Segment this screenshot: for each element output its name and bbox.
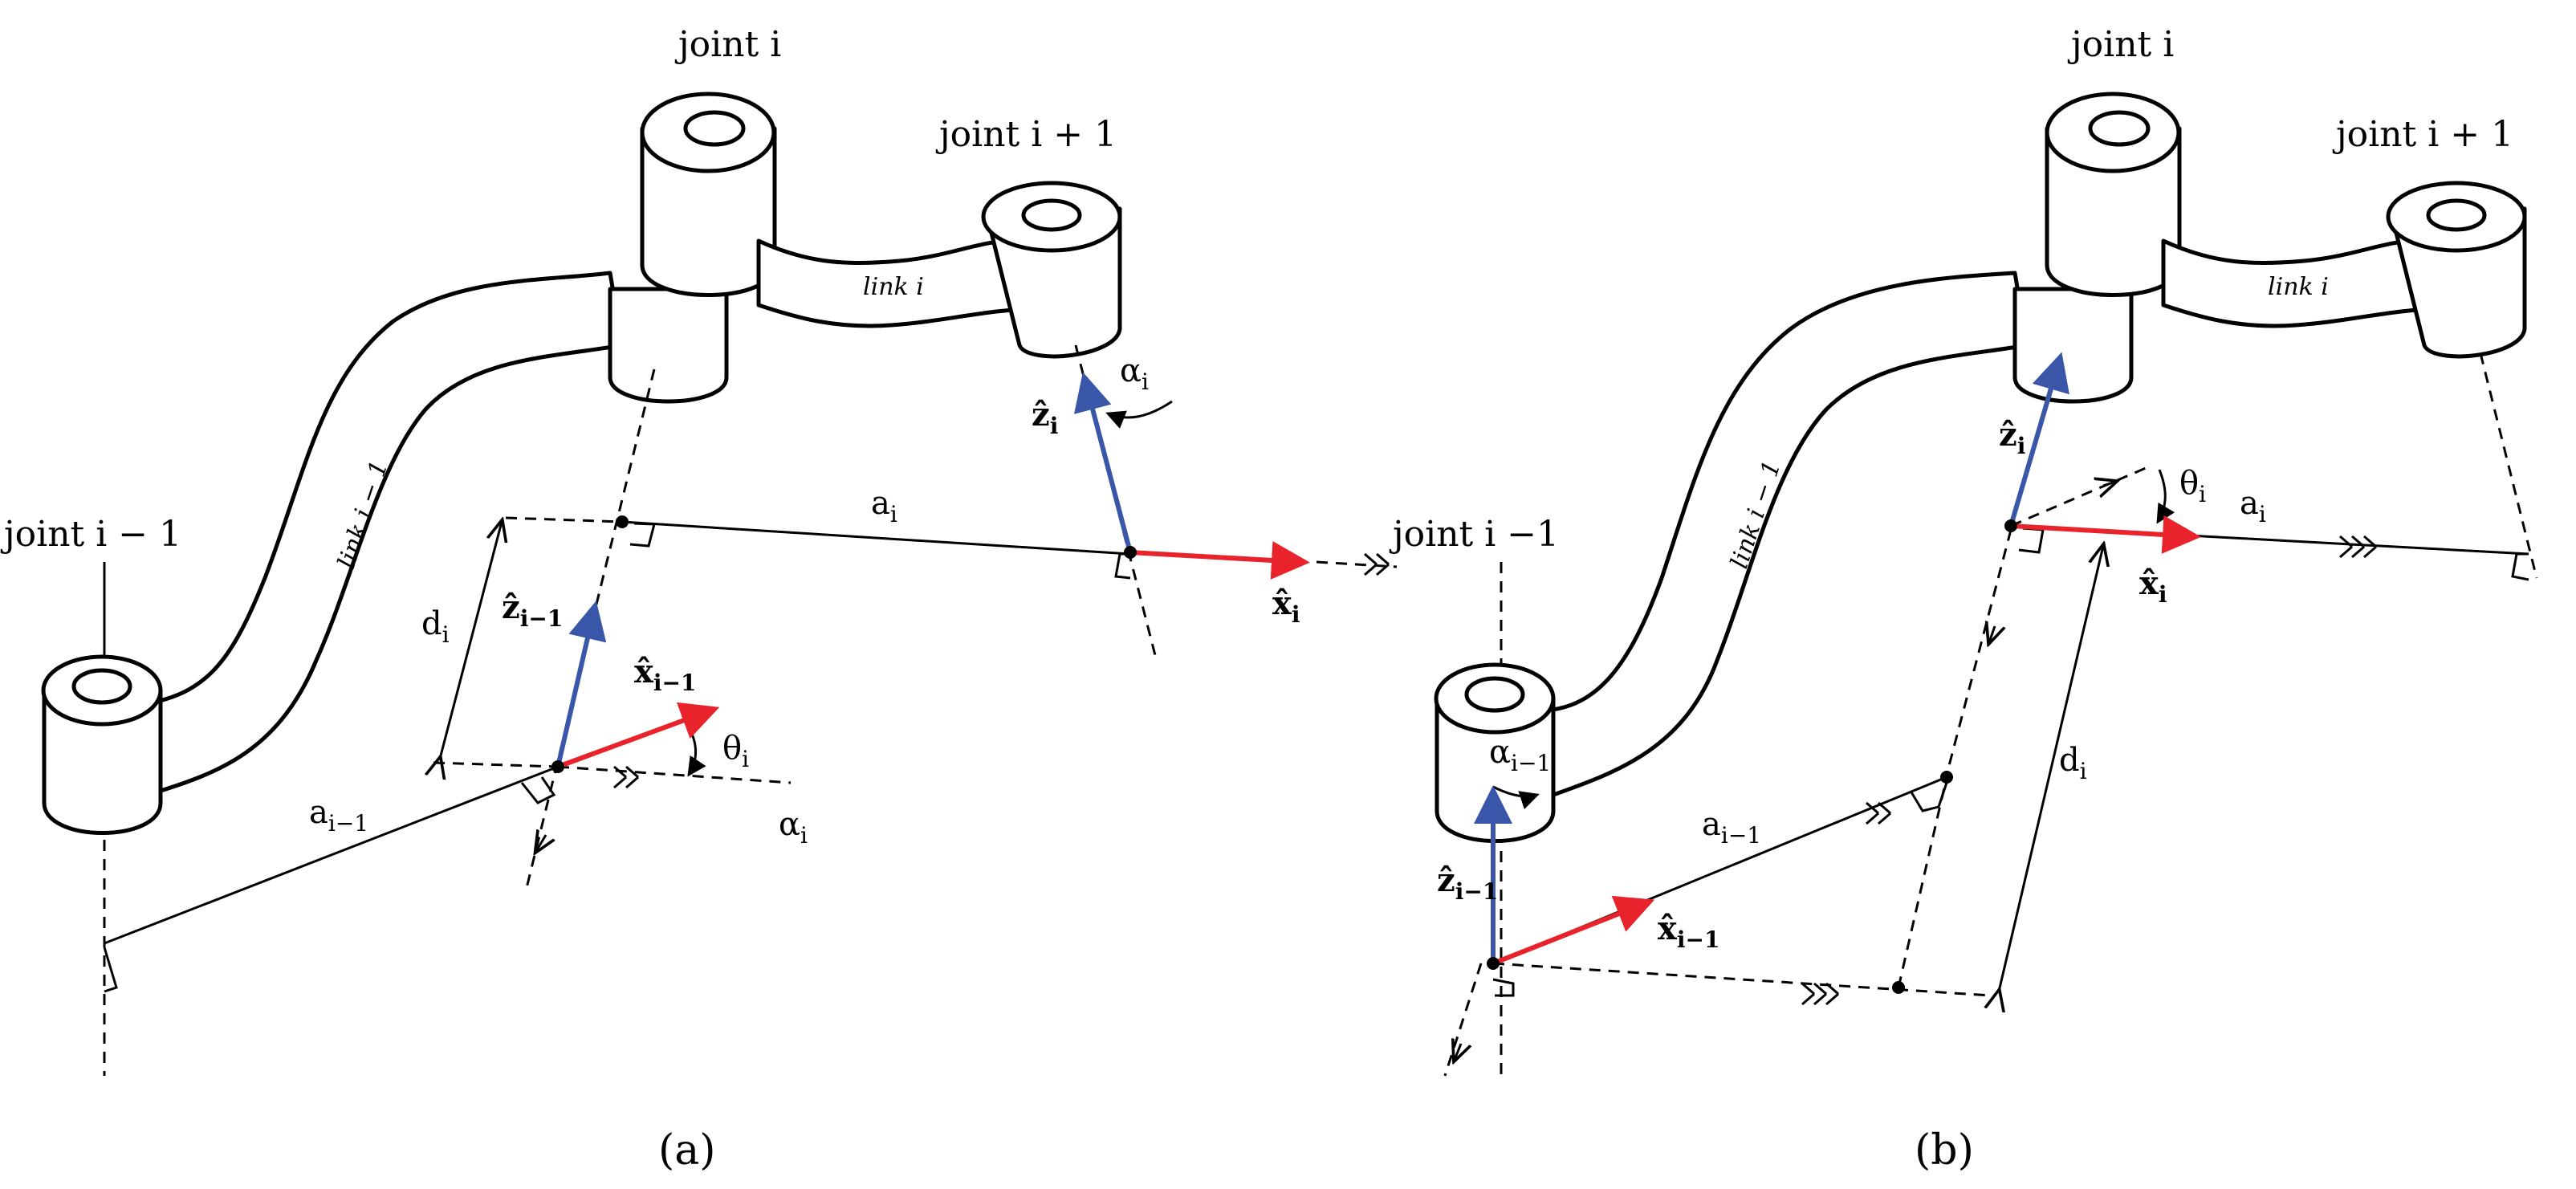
joint-prev-label: joint i −1 bbox=[1389, 514, 1559, 555]
panel-b-caption: (b) bbox=[1915, 1126, 1974, 1175]
x-prev-parallel bbox=[2010, 464, 2152, 527]
right-angle-mark bbox=[2511, 552, 2529, 581]
d-dimension bbox=[1999, 546, 2103, 992]
right-angle-mark bbox=[2018, 527, 2045, 554]
link-cur-label: link i bbox=[863, 273, 924, 301]
x-prev-arrow bbox=[1491, 895, 1655, 966]
joint-prev-cylinder bbox=[41, 654, 163, 835]
joint-cur-label: joint i bbox=[2067, 24, 2174, 65]
z-prev-label: ẑi−1 bbox=[502, 588, 563, 632]
common-normal-a-prev bbox=[104, 765, 559, 945]
x-prev-label: x̂i−1 bbox=[1658, 910, 1719, 953]
z-prev-label: ẑi−1 bbox=[1437, 861, 1498, 905]
origin-dot bbox=[1124, 546, 1137, 559]
x-cur-arrow bbox=[1129, 541, 1310, 580]
a-cur-label: ai bbox=[2240, 485, 2266, 527]
theta-arc bbox=[687, 730, 706, 777]
panel-a-caption: (a) bbox=[658, 1126, 716, 1175]
right-angle-mark bbox=[1909, 782, 1948, 812]
d-label: di bbox=[2059, 742, 2087, 784]
right-angle-mark bbox=[103, 947, 118, 993]
z-cur-label: ẑi bbox=[1032, 396, 1058, 439]
link-prev-body bbox=[150, 271, 625, 793]
common-normal-a-cur bbox=[621, 520, 1131, 556]
d-label: di bbox=[421, 605, 450, 648]
joint-next-label: joint i + 1 bbox=[2332, 114, 2513, 155]
x-cur-extension bbox=[1316, 560, 1398, 568]
x-prev-arrow bbox=[556, 702, 720, 769]
x-cur-arrow bbox=[2010, 515, 2201, 554]
d-dimension bbox=[440, 522, 502, 759]
panel-a: joint i joint i + 1 joint i − 1 link i l… bbox=[0, 24, 1398, 1175]
joint-cur-cylinder bbox=[608, 92, 777, 404]
a-prev-label: ai−1 bbox=[309, 794, 368, 837]
x-prev-label: x̂i−1 bbox=[634, 653, 696, 696]
theta-label: θi bbox=[2179, 465, 2206, 507]
alpha-top-label: αi bbox=[1120, 352, 1149, 395]
joint-cur-label: joint i bbox=[674, 24, 781, 65]
lower-dash bbox=[1492, 962, 1992, 997]
right-angle-mark bbox=[629, 522, 656, 548]
joint-cur-cylinder bbox=[2012, 92, 2182, 404]
origin-dot bbox=[2004, 519, 2017, 532]
right-angle-mark bbox=[520, 776, 556, 804]
joint-next-cylinder bbox=[2386, 181, 2527, 359]
parallel-z-dash bbox=[1897, 776, 1948, 988]
origin-dot bbox=[616, 515, 629, 528]
d-lower-dash bbox=[433, 761, 559, 768]
a-prev-label: ai−1 bbox=[1702, 806, 1761, 849]
link-prev-body bbox=[1543, 271, 2029, 797]
joint-cur-axis-lower bbox=[1945, 529, 2012, 776]
x-cur-label: x̂i bbox=[2139, 564, 2167, 608]
link-cur-label: link i bbox=[2268, 273, 2329, 301]
alpha-bottom-label: αi bbox=[779, 806, 808, 849]
joint-next-cylinder bbox=[981, 181, 1122, 359]
x-cur-label: x̂i bbox=[1272, 584, 1300, 628]
z-cur-label: ẑi bbox=[1999, 416, 2025, 459]
joint-cur-axis bbox=[524, 369, 656, 892]
joint-next-axis bbox=[2479, 352, 2538, 579]
theta-arc bbox=[2156, 469, 2175, 524]
joint-prev-label: joint i − 1 bbox=[0, 514, 181, 555]
z-cur-arrow bbox=[1073, 372, 1133, 553]
panel-b: joint i joint i + 1 joint i −1 link i li… bbox=[1389, 24, 2538, 1175]
alpha-label: αi−1 bbox=[1489, 734, 1551, 776]
origin-dot bbox=[551, 760, 564, 773]
origin-dot bbox=[1940, 771, 1953, 784]
z-prev-arrow bbox=[555, 601, 607, 768]
theta-label: θi bbox=[722, 730, 749, 772]
z-cur-arrow bbox=[2008, 352, 2069, 527]
d-upper-dash bbox=[505, 516, 623, 523]
a-cur-label: ai bbox=[871, 485, 897, 527]
origin-dot bbox=[1487, 957, 1500, 970]
joint-next-label: joint i + 1 bbox=[935, 114, 1117, 155]
right-angle-mark bbox=[1492, 978, 1515, 997]
alpha-top-arc bbox=[1105, 400, 1173, 429]
x-prev-extension bbox=[557, 765, 792, 784]
origin-dot bbox=[1892, 981, 1905, 994]
